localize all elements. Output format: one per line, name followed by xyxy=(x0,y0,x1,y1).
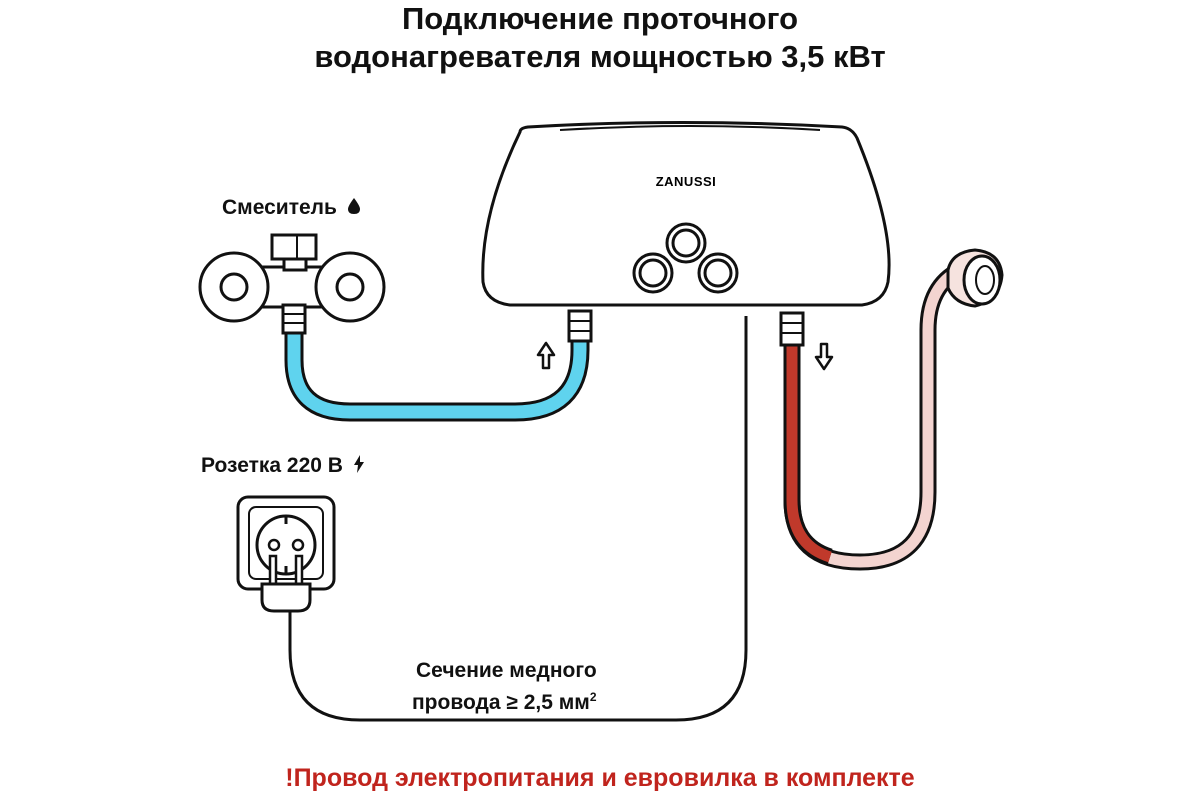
wire-label-line-1: Сечение медного xyxy=(416,659,597,682)
control-knob-right xyxy=(697,252,739,294)
cold-water-hose xyxy=(284,332,590,422)
wire-label: Сечение медного провода ≥ 2,5 мм2 xyxy=(412,657,597,716)
wall-socket xyxy=(236,495,336,591)
title-line-1: Подключение проточного xyxy=(401,1,799,36)
arrow-down-icon xyxy=(814,342,834,371)
euro-plug xyxy=(260,554,312,613)
control-knob-top xyxy=(665,222,707,264)
shower-hose xyxy=(783,261,969,571)
wire-label-superscript: 2 xyxy=(589,690,597,704)
wire-label-line-2-text: провода ≥ 2,5 мм xyxy=(412,691,590,714)
mixer-label-text: Смеситель xyxy=(222,196,337,219)
mixer-faucet xyxy=(198,233,386,335)
arrow-up-icon xyxy=(536,341,556,370)
mixer-label: Смеситель xyxy=(222,196,361,220)
outlet-fitting xyxy=(779,311,805,347)
inlet-fitting xyxy=(567,309,593,343)
wire-label-line-2: провода ≥ 2,5 мм2 xyxy=(412,684,597,716)
diagram-title: Подключение проточного водонагревателя м… xyxy=(0,0,1200,76)
socket-label: Розетка 220 В xyxy=(201,454,365,478)
title-line-2: водонагревателя мощностью 3,5 кВт xyxy=(314,39,886,74)
control-knob-left xyxy=(632,252,674,294)
footnote: !Провод электропитания и евровилка в ком… xyxy=(285,764,915,792)
lightning-icon xyxy=(353,455,364,473)
water-drop-icon xyxy=(347,198,360,214)
socket-label-text: Розетка 220 В xyxy=(201,454,343,477)
brand-logo: ZANUSSI xyxy=(656,174,717,189)
power-cable xyxy=(288,316,748,722)
shower-head xyxy=(946,248,1004,308)
water-heater xyxy=(481,121,891,307)
